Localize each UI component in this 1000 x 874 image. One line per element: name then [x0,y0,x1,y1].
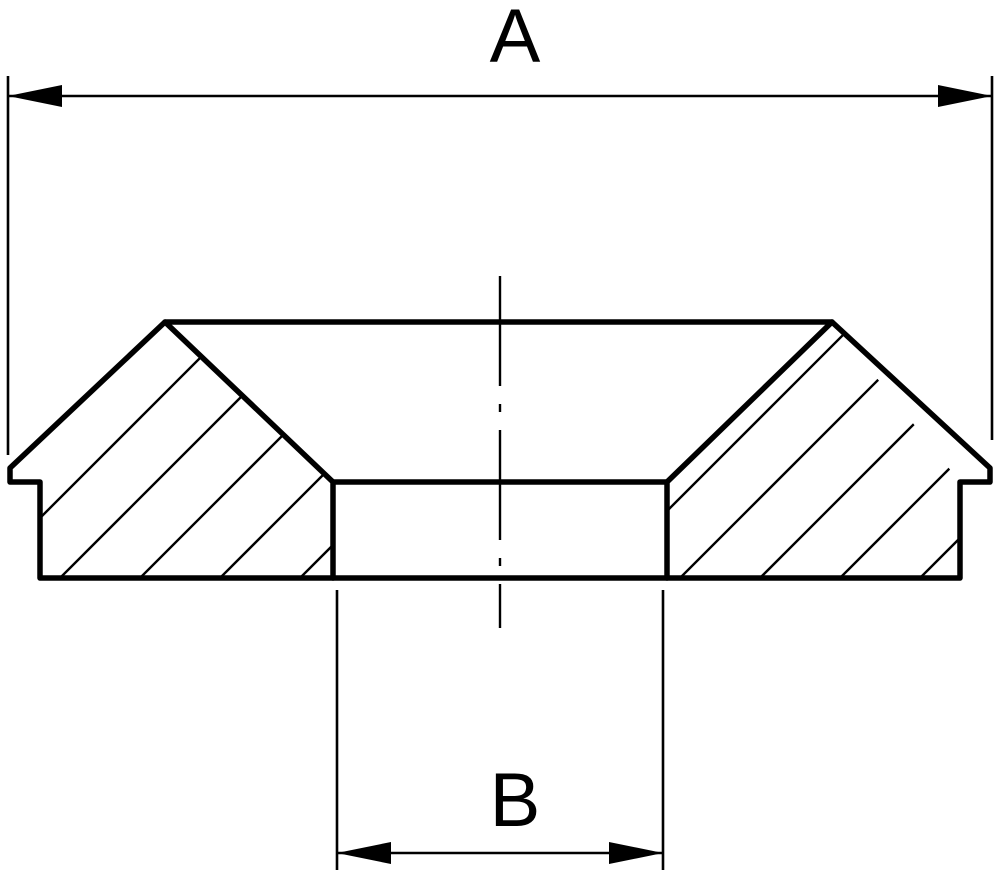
dimension-b-arrow-left [337,842,391,864]
right-section-outline [664,319,993,581]
dimension-a-arrow-right [938,85,992,107]
dimension-a [6,76,994,455]
right-section-hatching [667,322,960,578]
dimension-b [335,590,665,870]
left-section-outline [7,319,336,581]
left-section-hatching [40,322,333,578]
dimension-a-label: A [490,0,541,79]
dimension-b-label: B [490,758,541,843]
dimension-b-arrow-right [609,842,663,864]
dimension-a-arrow-left [8,85,62,107]
